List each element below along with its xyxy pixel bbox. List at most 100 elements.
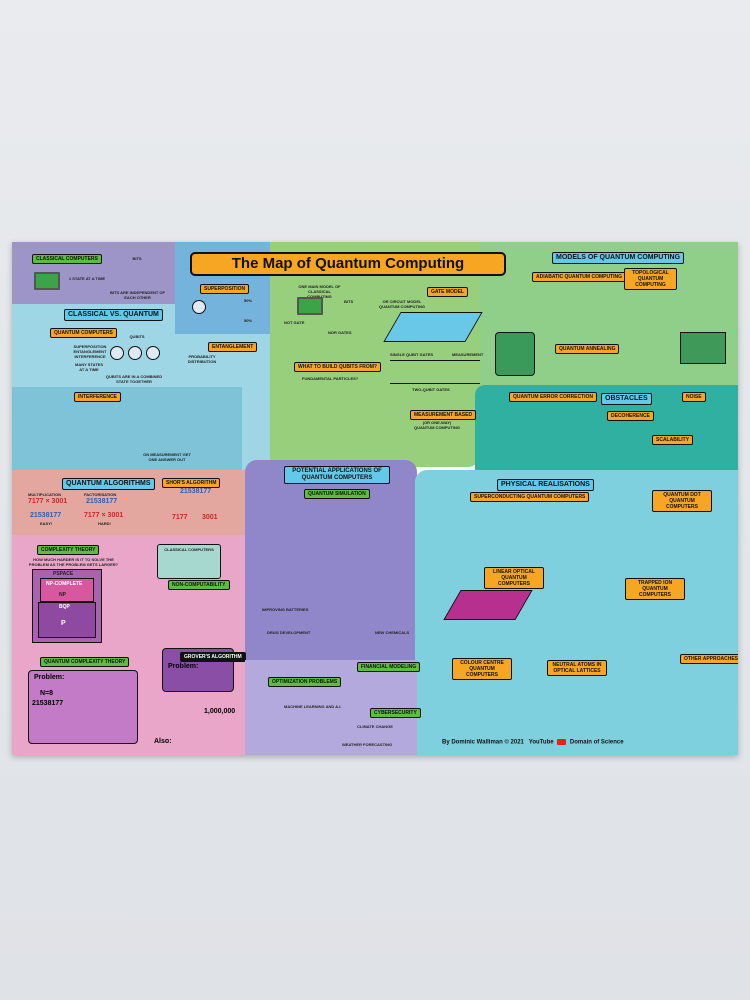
mult-product: 21538177: [30, 512, 62, 519]
prob-50-b: 50%: [244, 318, 253, 323]
qubits-note: Qubits are in a combined state together: [105, 374, 163, 384]
npc-box: NP-CompleteNP: [40, 578, 94, 602]
label-physical: Physical Realisations: [497, 479, 594, 491]
bits-note: Bits are independent of each other: [110, 290, 165, 300]
weather-forecasting: Weather Forecasting: [342, 742, 393, 747]
label-quantum-computers: Quantum Computers: [50, 328, 117, 338]
label-trapped-ion: Trapped Ion Quantum Computers: [625, 578, 685, 600]
label-financial: Financial Modeling: [357, 662, 421, 672]
label-topological: Topological Quantum Computing: [624, 268, 677, 290]
label-annealing: Quantum Annealing: [555, 344, 620, 354]
qc-props: Superposition Entanglement Interference: [73, 344, 107, 359]
label-interference: Interference: [74, 392, 121, 402]
label-other-approaches: Other Approaches: [680, 654, 738, 664]
label-adiabatic: Adiabatic Quantum Computing: [532, 272, 627, 282]
label-scalability: Scalability: [652, 435, 694, 445]
youtube-label: YouTube: [528, 739, 554, 746]
label-quantum-complexity: Quantum Complexity Theory: [40, 657, 130, 667]
big-number: 21538177: [32, 700, 64, 707]
nor-gates: NOR gates: [328, 330, 352, 335]
label-error-correction: Quantum Error Correction: [509, 392, 597, 402]
two-qubit-gates: Two-qubit gates: [412, 387, 450, 392]
fundamental-particles: Fundamental particles?: [302, 376, 359, 381]
fact-input: 21538177: [86, 498, 118, 505]
shor-p: 7177: [172, 514, 188, 521]
shor-q: 3001: [202, 514, 218, 521]
label-measurement-based: Measurement Based: [410, 410, 477, 420]
qubit-icon: [146, 346, 160, 360]
np-complete: NP-Complete: [46, 581, 83, 587]
shor-input: 21538177: [180, 488, 212, 495]
label-colour-centre: Colour Centre Quantum Computers: [452, 658, 512, 680]
region-gates: [270, 242, 480, 467]
region-interference: [12, 387, 242, 472]
label-shors: Shor's Algorithm: [162, 478, 221, 488]
measurement: Measurement: [452, 352, 484, 357]
hard: Hard!: [98, 521, 111, 526]
label-models: Models of Quantum Computing: [552, 252, 685, 264]
label-optimization: Optimization Problems: [268, 677, 342, 687]
easy: Easy!: [40, 521, 53, 526]
label-grovers: Grover's Algorithm: [180, 652, 246, 662]
single-qubit-gates: Single qubit gates: [390, 352, 434, 357]
qubit-diagram-box: [495, 332, 535, 376]
laptop-icon: [297, 297, 323, 315]
label-noise: Noise: [682, 392, 706, 402]
one-state-text: 1 state at a time: [68, 276, 106, 281]
label-superconducting: Superconducting Quantum Computers: [470, 492, 590, 502]
region-ml: [245, 660, 417, 755]
poster-title: The Map of Quantum Computing: [190, 252, 506, 276]
label-decoherence: Decoherence: [607, 411, 654, 421]
label-neutral-atoms: Neutral Atoms in Optical Lattices: [547, 660, 607, 676]
credit-line: By Dominic Walliman © 2021 YouTube Domai…: [442, 739, 624, 746]
label-non-computability: Non-Computability: [168, 580, 230, 590]
prob-50-a: 50%: [244, 298, 253, 303]
youtube-icon: [557, 739, 567, 745]
drug-development: Drug Development: [267, 630, 311, 635]
qubit-grid-graphic: [383, 312, 483, 342]
label-linear-optical: Linear Optical Quantum Computers: [484, 567, 544, 589]
fact-factors: 7177 × 3001: [84, 512, 124, 519]
multiplication: Multiplication: [28, 492, 62, 497]
label-entanglement: Entanglement: [208, 342, 258, 352]
channel-name: Domain of Science: [569, 739, 624, 746]
p: P: [61, 620, 66, 627]
qubits-text: Qubits: [129, 334, 145, 339]
electron-hole-grid: [680, 332, 726, 364]
machine-learning: Machine Learning and A.I.: [284, 704, 342, 709]
label-quantum-simulation: Quantum Simulation: [304, 489, 370, 499]
qubit-icon: [128, 346, 142, 360]
label-cybersecurity: Cybersecurity: [370, 708, 421, 718]
classical-model-note: One main model of classical computing: [298, 284, 341, 299]
many-states: Many states at a time: [74, 362, 103, 372]
label-obstacles: Obstacles: [601, 393, 652, 405]
circuit-diagram: [390, 360, 480, 384]
label-classical-vs-quantum: Classical vs. Quantum: [64, 309, 163, 321]
mult-inputs: 7177 × 3001: [28, 498, 68, 505]
pspace: PSPACE: [53, 571, 74, 577]
label-superposition: Superposition: [200, 284, 250, 294]
million-qubits: 1,000,000: [204, 708, 236, 715]
improving-batteries: Improving Batteries: [262, 607, 309, 612]
not-gate: Not gate: [284, 320, 305, 325]
factorise-box: [28, 670, 138, 744]
label-gate-model: Gate Model: [427, 287, 468, 297]
qubit-icon: [110, 346, 124, 360]
poster: The Map of Quantum Computing Classical C…: [12, 242, 738, 755]
gate-model-note: Or circuit model quantum computing: [379, 299, 425, 309]
label-applications: Potential Applications of Quantum Comput…: [284, 466, 390, 484]
interference-note: On measurement get one answer out: [143, 452, 191, 462]
label-complexity: Complexity Theory: [37, 545, 100, 555]
np: NP: [59, 592, 66, 598]
author-credit: By Dominic Walliman © 2021: [442, 739, 524, 746]
classical-computers-2: Classical Computers: [164, 547, 214, 552]
label-classical-computers: Classical Computers: [32, 254, 102, 264]
complexity-question: How much harder is it to solve the probl…: [28, 557, 119, 567]
label-qubits-from: What to build qubits from?: [294, 362, 381, 372]
grover-problem: Problem:: [168, 663, 199, 670]
n-equals-8: N=8: [40, 690, 54, 697]
prob-distribution: Probability distribution: [187, 354, 217, 364]
problem: Problem:: [34, 674, 65, 681]
climate-change: Climate Change: [357, 724, 393, 729]
